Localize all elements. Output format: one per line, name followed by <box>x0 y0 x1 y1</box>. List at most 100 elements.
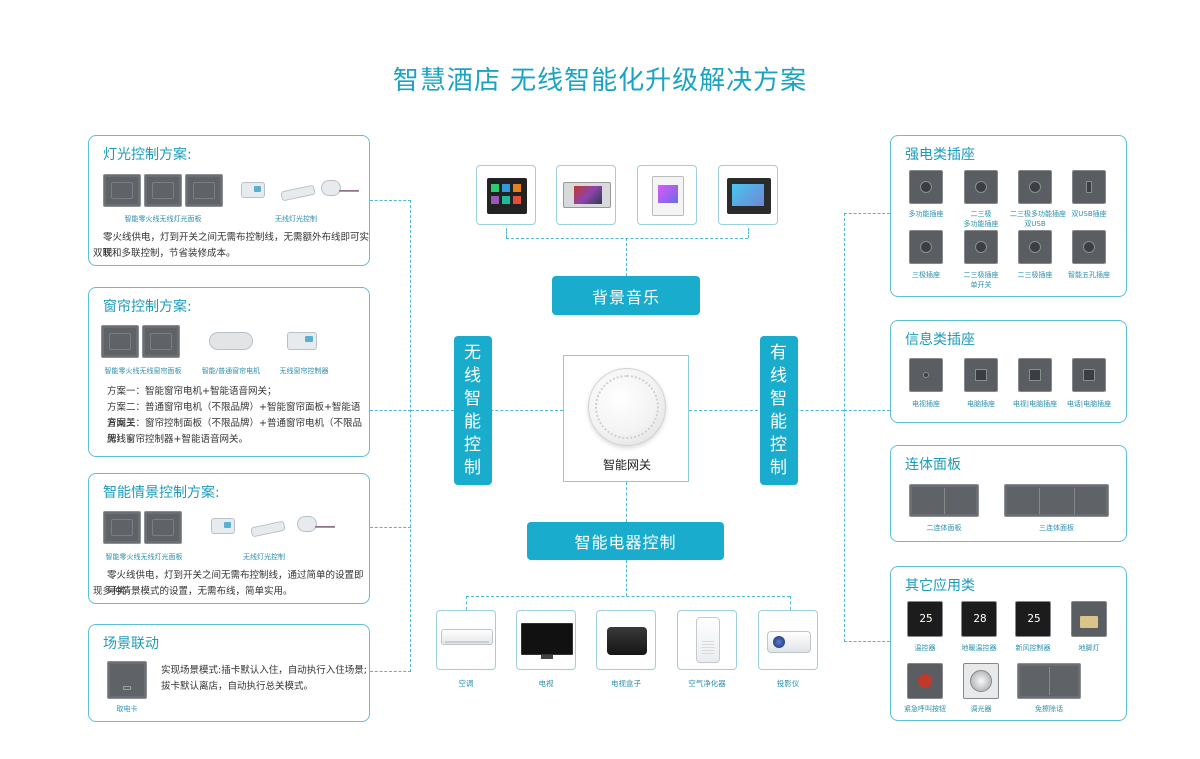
music-device-2 <box>556 165 616 225</box>
power-row1-label-1: 多功能插座 <box>908 210 944 218</box>
curtain-switch-2-image <box>142 325 180 358</box>
lighting-switch-1-image <box>103 174 141 207</box>
other-row2-label-2: 调光器 <box>970 705 992 713</box>
wired-char-2: 线 <box>770 365 788 386</box>
power-socket-8-image <box>1072 230 1106 264</box>
panel-power-sockets: 强电类插座 多功能插座 二三极 多功能插座 二三极多功能插座 双USB 双USB… <box>890 135 1127 297</box>
fresh-air-reading: 25 <box>1027 612 1041 625</box>
music-bus-line <box>506 238 748 239</box>
power-row1-label-2: 二三极 多功能插座 <box>963 210 999 228</box>
floor-thermostat-reading: 28 <box>973 612 987 625</box>
wireless-char-5: 控 <box>464 434 482 455</box>
connector-info <box>844 410 890 411</box>
wireless-char-4: 能 <box>464 411 482 432</box>
screen-photo-image <box>574 186 602 204</box>
panel-other: 其它应用类 25 28 25 温控器 地暖温控器 新风控制器 地脚灯 紧急呼叫按… <box>890 566 1127 721</box>
lighting-switch-3-image <box>185 174 223 207</box>
wireless-char-2: 线 <box>464 365 482 386</box>
connector-lighting <box>370 200 411 201</box>
wireless-char-3: 智 <box>464 388 482 409</box>
right-trunk-line <box>844 213 845 642</box>
lighting-module-caption: 无线灯光控制 <box>275 215 317 223</box>
gang-divider <box>1049 667 1050 695</box>
tv-image <box>521 623 573 655</box>
power-socket-2-image <box>964 170 998 204</box>
music-device-3 <box>637 165 697 225</box>
appliance-drop-1 <box>466 596 467 610</box>
other-row2-label-3: 免擦除话 <box>1035 705 1063 713</box>
info-label-2: 电脑插座 <box>967 400 995 408</box>
floor-thermostat-image: 28 <box>961 601 997 637</box>
thermostat-reading: 25 <box>919 612 933 625</box>
wired-control-tag: 有 线 智 能 控 制 <box>760 336 798 485</box>
lighting-desc-2: 双联和多联控制，节省装修成本。 <box>93 248 236 259</box>
appliance-drop-5 <box>790 596 791 610</box>
appliance-projector-label: 投影仪 <box>776 679 800 688</box>
panel-info-sockets: 信息类插座 电视插座 电脑插座 电视|电脑插座 电话|电脑插座 <box>890 320 1127 423</box>
power-socket-5-image <box>909 230 943 264</box>
curtain-desc-1: 方案一：智能窗帘电机+智能语音网关； <box>107 386 277 397</box>
other-row1-label-3: 新风控制器 <box>1015 644 1051 652</box>
curtain-switch-caption: 智能零火线无线窗帘面板 <box>104 367 182 375</box>
appliance-tag: 智能电器控制 <box>527 522 724 560</box>
connector-linkage <box>370 671 411 672</box>
left-trunk-line <box>410 200 411 672</box>
wired-char-3: 智 <box>770 388 788 409</box>
ac-vent-image <box>445 641 489 643</box>
info-label-4: 电话|电脑插座 <box>1066 400 1112 408</box>
panel-lighting-title: 灯光控制方案: <box>103 147 192 163</box>
gateway-box: 智能网关 <box>563 355 689 482</box>
curtain-desc-2: 方案二：普通窗帘电机（不限品牌）+智能窗帘面板+智能语音网关 <box>107 402 361 429</box>
screen-photo-image <box>732 184 764 206</box>
thermostat-image: 25 <box>907 601 943 637</box>
music-stem-line <box>626 238 627 276</box>
wired-char-4: 能 <box>770 411 788 432</box>
curtain-switch-1-image <box>101 325 139 358</box>
lighting-module-3-image <box>321 180 341 196</box>
panel-other-title: 其它应用类 <box>905 578 975 594</box>
lighting-module-image <box>241 182 265 198</box>
other-row1-label-1: 温控器 <box>914 644 936 652</box>
panel-power-title: 强电类插座 <box>905 147 975 163</box>
power-socket-7-image <box>1018 230 1052 264</box>
app-tile-icon <box>513 196 521 204</box>
appliance-ac-label: 空调 <box>458 679 474 688</box>
device-screen-image <box>563 182 611 208</box>
foot-light-image <box>1071 601 1107 637</box>
panel-lighting: 灯光控制方案: 智能零火线无线灯光面板 无线灯光控制 零火线供电，灯到开关之间无… <box>88 135 370 266</box>
power-socket-1-image <box>909 170 943 204</box>
appliance-tvbox <box>596 610 656 670</box>
appliance-purifier <box>677 610 737 670</box>
panel-multi-gang: 连体面板 二连体面板 三连体面板 <box>890 445 1127 542</box>
scene-switch-caption: 智能零火线无线灯光面板 <box>105 553 183 561</box>
power-row2-label-2: 二三极插座 单开关 <box>963 271 999 289</box>
wired-char-5: 控 <box>770 434 788 455</box>
fresh-air-controller-image: 25 <box>1015 601 1051 637</box>
app-tile-icon <box>502 196 510 204</box>
card-switch-image <box>107 661 147 699</box>
scene-switch-1-image <box>103 511 141 544</box>
app-tile-icon <box>502 184 510 192</box>
scene-module-caption: 无线灯光控制 <box>243 553 285 561</box>
power-socket-6-image <box>964 230 998 264</box>
appliance-projector <box>758 610 818 670</box>
scene-module-3-image <box>297 516 317 532</box>
app-tile-icon <box>491 196 499 204</box>
curtain-controller-image <box>287 332 317 350</box>
curtain-motor-image <box>209 332 253 350</box>
lighting-switch-caption: 智能零火线无线灯光面板 <box>124 215 202 223</box>
power-socket-3-image <box>1018 170 1052 204</box>
device-screen-image <box>652 176 684 216</box>
other-row2-label-1: 紧急呼叫按钮 <box>904 705 946 713</box>
gateway-device-image <box>588 368 666 446</box>
curtain-motor-caption: 智能/普通窗帘电机 <box>201 367 261 375</box>
music-device-1 <box>476 165 536 225</box>
appliance-tv-label: 电视 <box>538 679 554 688</box>
curtain-desc-4: 无线窗帘控制器+智能语音网关。 <box>107 434 248 445</box>
appliance-bus-line <box>466 596 790 597</box>
info-label-3: 电视|电脑插座 <box>1012 400 1058 408</box>
wireless-char-1: 无 <box>464 342 482 363</box>
tvbox-image <box>607 627 647 655</box>
panel-linkage: 场景联动 取电卡 实现场景模式:插卡默认入住，自动执行入住场景; 拔卡默认离店，… <box>88 624 370 722</box>
emergency-button-icon <box>918 674 932 688</box>
